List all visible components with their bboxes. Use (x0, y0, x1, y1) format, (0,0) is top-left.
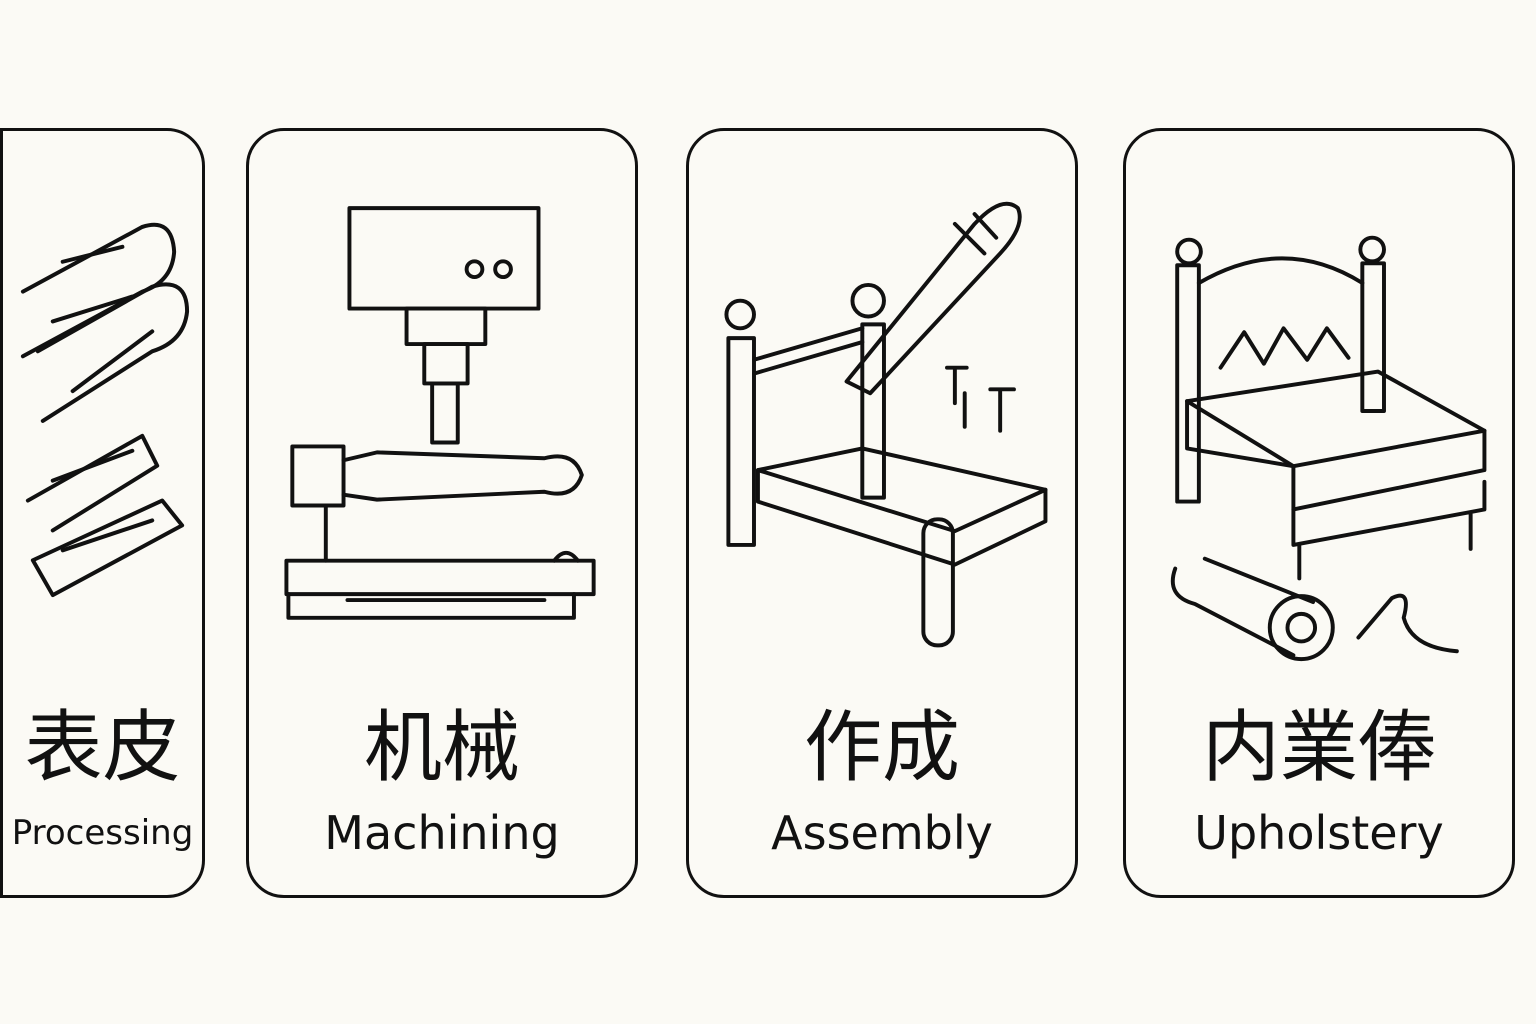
card-title-cn: 机械 (363, 703, 520, 793)
card-title-en: Upholstery (1194, 806, 1444, 860)
upholstered-bed-icon (1170, 235, 1487, 662)
card-assembly: 作成 Assembly (686, 128, 1078, 898)
card-title-en: Processing (11, 813, 194, 853)
card-processing: 表皮 Processing (0, 128, 205, 898)
card-upholstery: 内業俸 Upholstery (1123, 128, 1515, 898)
bed-frame-screwdriver-icon (724, 201, 1048, 648)
lathe-machine-icon (284, 206, 596, 620)
card-title-en: Assembly (771, 806, 993, 860)
card-title-cn: 表皮 (24, 703, 181, 793)
card-title-cn: 作成 (803, 703, 960, 793)
card-title-en: Machining (324, 806, 560, 860)
card-title-cn: 内業俸 (1201, 703, 1436, 793)
wood-logs-icon (20, 222, 190, 598)
card-machining: 机械 Machining (246, 128, 638, 898)
